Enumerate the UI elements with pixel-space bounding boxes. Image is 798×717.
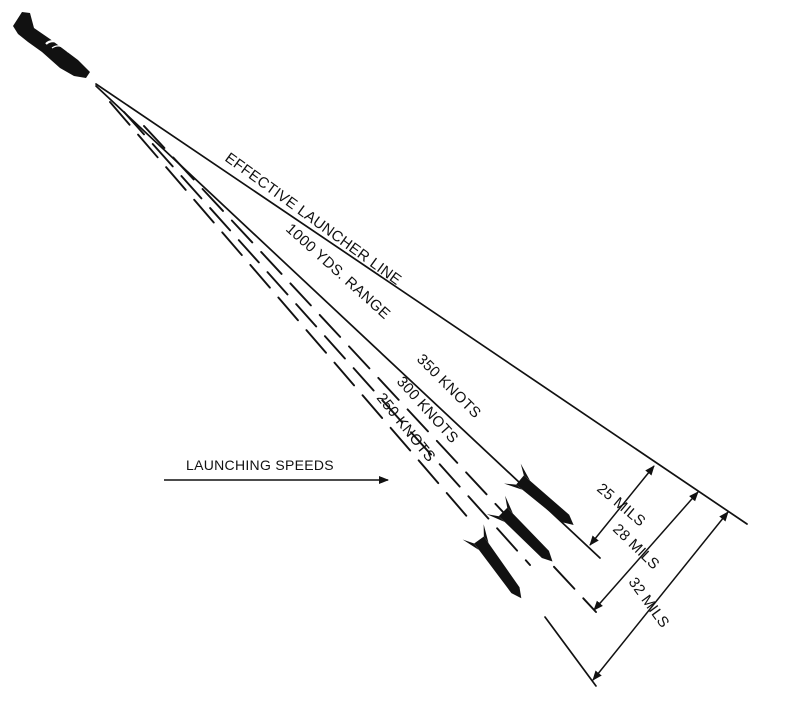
trajectory-300-knots [123,111,531,566]
rocket-icon [503,463,574,525]
label-launching-speeds: LAUNCHING SPEEDS [186,457,334,473]
mils-32-dimension [592,511,729,681]
trajectory-350-knots [143,125,597,613]
label-effective-launcher-line: EFFECTIVE LAUNCHER LINE [222,149,405,288]
rocket-icon [462,524,522,599]
rocket-icon [486,495,553,562]
effective-launcher-line [95,83,748,525]
label-32-mils: 32 MILS [625,574,673,631]
trajectory-250-knots [109,101,471,521]
trajectory-32-mils-line [544,616,597,687]
aircraft-icon [13,12,90,78]
